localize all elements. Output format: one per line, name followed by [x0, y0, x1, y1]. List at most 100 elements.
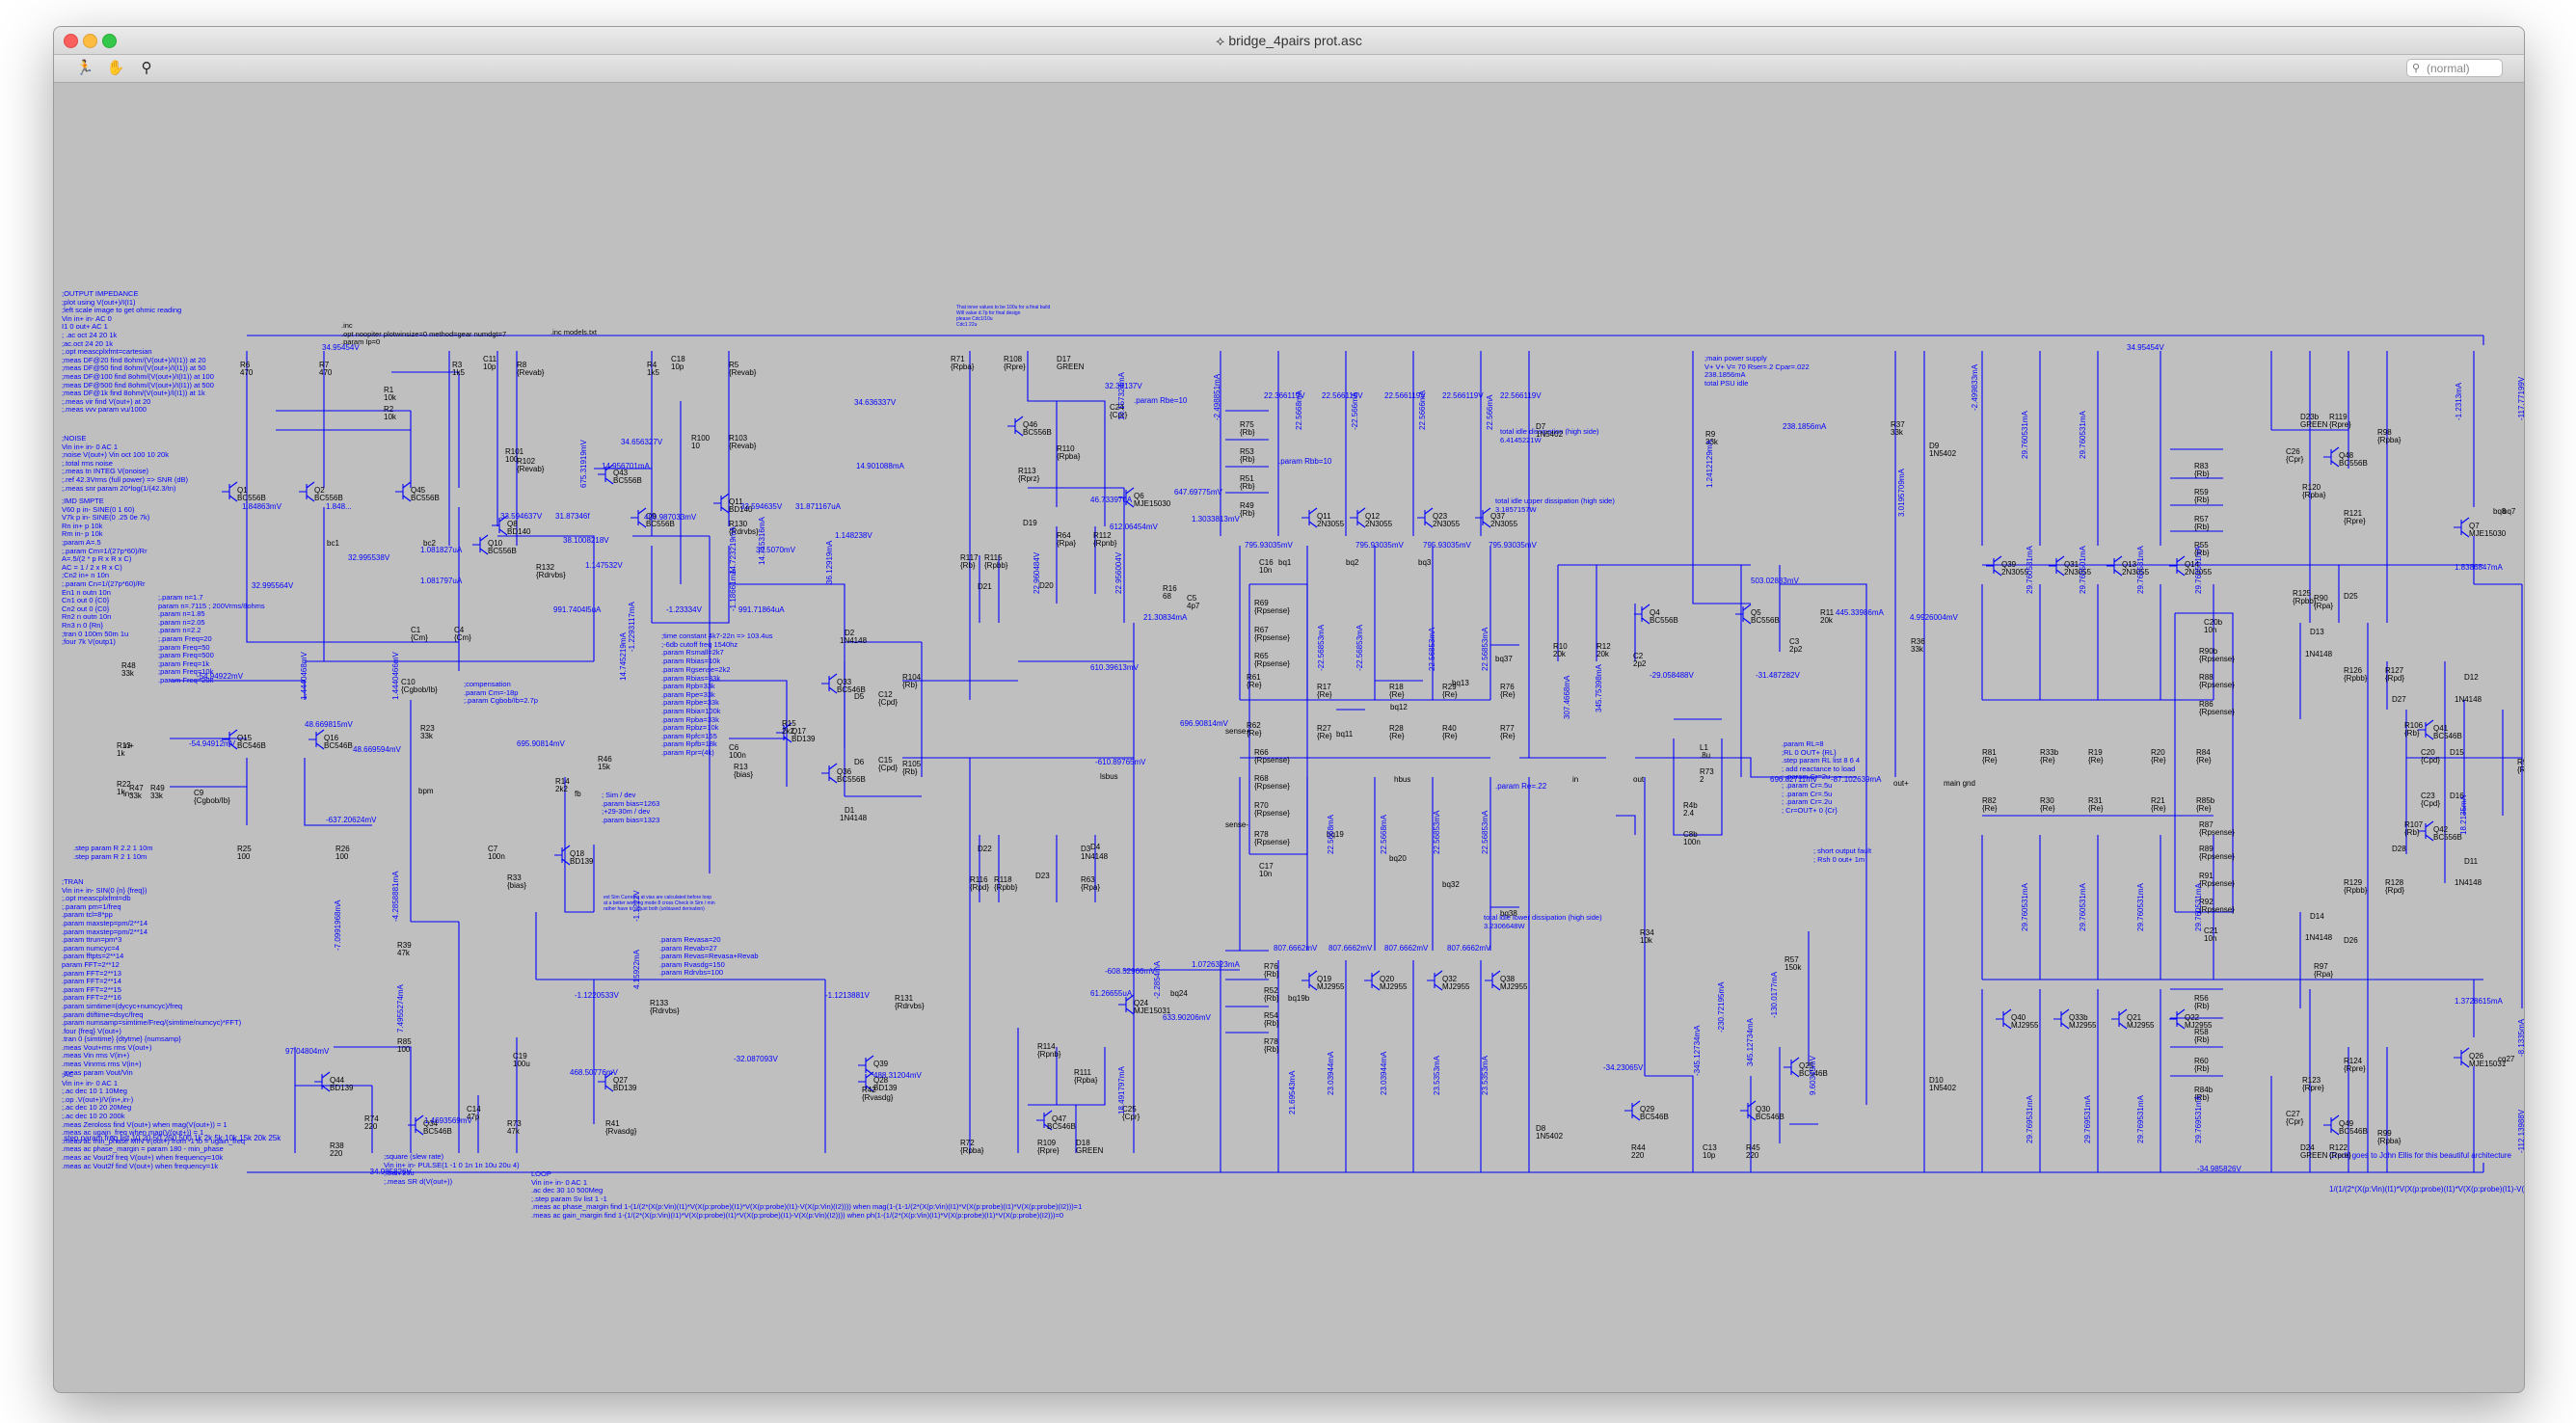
- component-label[interactable]: {Rpsense}: [2199, 852, 2235, 861]
- transistor-symbol[interactable]: [1485, 970, 1501, 991]
- component-label[interactable]: R84b: [2194, 1086, 2214, 1094]
- component-label[interactable]: BD139: [330, 1084, 354, 1092]
- component-label[interactable]: {Rpba}: [2377, 1137, 2402, 1145]
- component-label[interactable]: Q14: [2185, 560, 2200, 569]
- component-label[interactable]: Q37: [1490, 512, 1506, 521]
- component-label[interactable]: {Rpnb}: [1037, 1050, 1061, 1059]
- net-label[interactable]: bq13: [1452, 679, 1469, 687]
- component-label[interactable]: R130: [729, 520, 748, 528]
- component-label[interactable]: C17: [1259, 862, 1274, 871]
- component-label[interactable]: D25: [2344, 592, 2358, 601]
- component-label[interactable]: D22: [978, 845, 992, 853]
- component-label[interactable]: {Rb}: [1264, 994, 1279, 1003]
- component-label[interactable]: 1N4148: [840, 814, 868, 822]
- component-label[interactable]: R128: [2385, 878, 2404, 887]
- component-label[interactable]: Q36: [837, 767, 852, 776]
- component-label[interactable]: R20: [2151, 748, 2165, 757]
- component-label[interactable]: R73: [507, 1119, 522, 1128]
- component-label[interactable]: R71: [951, 355, 965, 363]
- component-label[interactable]: {Rpba}: [951, 362, 975, 371]
- component-label[interactable]: 2k2: [555, 785, 568, 793]
- component-label[interactable]: D27: [2392, 695, 2406, 704]
- pan-hand-icon[interactable]: ✋: [106, 60, 125, 76]
- component-label[interactable]: BC556B: [2433, 833, 2462, 842]
- component-label[interactable]: R38: [330, 1141, 344, 1150]
- component-label[interactable]: {Re}: [1982, 756, 1998, 765]
- component-label[interactable]: {Rpsense}: [2199, 905, 2235, 914]
- component-label[interactable]: {Rpnb}: [1093, 539, 1117, 548]
- component-label[interactable]: Q26: [2469, 1052, 2484, 1061]
- component-label[interactable]: R57: [1784, 955, 1799, 964]
- net-label[interactable]: fb: [575, 790, 581, 798]
- component-label[interactable]: BD139: [613, 1084, 637, 1092]
- component-label[interactable]: R113: [1018, 467, 1036, 475]
- component-label[interactable]: D21: [978, 582, 992, 591]
- component-label[interactable]: 1N4148: [2305, 650, 2333, 658]
- component-label[interactable]: Q45: [411, 486, 426, 495]
- component-label[interactable]: R26: [335, 845, 350, 853]
- component-label[interactable]: {Re}: [2088, 804, 2104, 813]
- component-label[interactable]: 15k: [598, 763, 610, 771]
- transistor-symbol[interactable]: [299, 481, 315, 502]
- component-label[interactable]: R107: [2404, 820, 2424, 829]
- component-label[interactable]: {Rb}: [2194, 1035, 2210, 1044]
- net-label[interactable]: in+: [123, 741, 134, 750]
- component-label[interactable]: C14: [467, 1105, 481, 1114]
- component-label[interactable]: R56: [2194, 994, 2209, 1003]
- transistor-symbol[interactable]: [1350, 507, 1366, 528]
- component-label[interactable]: Q2: [314, 486, 325, 495]
- component-label[interactable]: {Revab}: [517, 465, 545, 473]
- component-label[interactable]: {Rvasdg}: [862, 1093, 894, 1102]
- component-label[interactable]: MJE15030: [1134, 499, 1171, 508]
- component-label[interactable]: Q27: [613, 1076, 629, 1085]
- component-label[interactable]: {Rb}: [2404, 729, 2420, 738]
- transistor-symbol[interactable]: [1996, 1008, 2012, 1030]
- component-label[interactable]: {Re}: [2196, 804, 2212, 813]
- component-label[interactable]: R45: [1746, 1143, 1760, 1152]
- component-label[interactable]: 10k: [384, 393, 396, 402]
- component-label[interactable]: R3: [452, 361, 463, 369]
- component-label[interactable]: 1N5402: [1536, 430, 1564, 439]
- component-label[interactable]: R42: [862, 1086, 876, 1094]
- component-label[interactable]: {Cpr}: [1110, 411, 1128, 419]
- component-label[interactable]: R81: [1982, 748, 1997, 757]
- component-label[interactable]: 1k: [117, 788, 125, 796]
- component-label[interactable]: D20: [1039, 581, 1054, 590]
- component-label[interactable]: 2N3055: [1365, 520, 1393, 528]
- component-label[interactable]: Q49: [2339, 1119, 2354, 1128]
- transistor-symbol[interactable]: [2049, 555, 2065, 577]
- transistor-symbol[interactable]: [1364, 970, 1381, 991]
- component-label[interactable]: R91: [2199, 872, 2214, 880]
- component-label[interactable]: Q16: [324, 734, 339, 742]
- component-label[interactable]: {Rb}: [1240, 455, 1255, 464]
- component-label[interactable]: C21: [2204, 926, 2218, 935]
- transistor-symbol[interactable]: [598, 1071, 614, 1092]
- component-label[interactable]: {Rpsense}: [1254, 838, 1290, 846]
- component-label[interactable]: 33k: [1705, 438, 1718, 446]
- transistor-symbol[interactable]: [554, 845, 571, 866]
- component-label[interactable]: 33k: [420, 732, 433, 740]
- component-label[interactable]: C25: [1122, 1105, 1137, 1114]
- component-label[interactable]: 1N4148: [2305, 933, 2333, 942]
- net-label[interactable]: out: [1633, 775, 1645, 784]
- component-label[interactable]: {Re}: [1247, 681, 1262, 689]
- component-label[interactable]: R27: [1317, 724, 1331, 733]
- component-label[interactable]: 1N4148: [2455, 878, 2482, 887]
- component-label[interactable]: BC546B: [1047, 1122, 1076, 1131]
- component-label[interactable]: {bias}: [734, 770, 754, 779]
- component-label[interactable]: Q30: [1756, 1105, 1771, 1114]
- component-label[interactable]: GREEN: [1076, 1146, 1104, 1155]
- net-label[interactable]: bq20: [1389, 854, 1407, 863]
- component-label[interactable]: 100n: [488, 852, 505, 861]
- component-label[interactable]: R4: [647, 361, 657, 369]
- component-label[interactable]: R11: [1820, 608, 1835, 617]
- component-label[interactable]: R64: [1057, 531, 1071, 540]
- component-label[interactable]: R5: [729, 361, 739, 369]
- component-label[interactable]: Q43: [613, 469, 629, 477]
- component-label[interactable]: R55: [2194, 541, 2209, 550]
- component-label[interactable]: Q13: [2122, 560, 2137, 569]
- component-label[interactable]: D5: [854, 692, 865, 701]
- component-label[interactable]: {Rpsense}: [2199, 708, 2235, 716]
- component-label[interactable]: MJE15030: [2469, 529, 2507, 538]
- component-label[interactable]: {Rpba}: [1074, 1076, 1098, 1085]
